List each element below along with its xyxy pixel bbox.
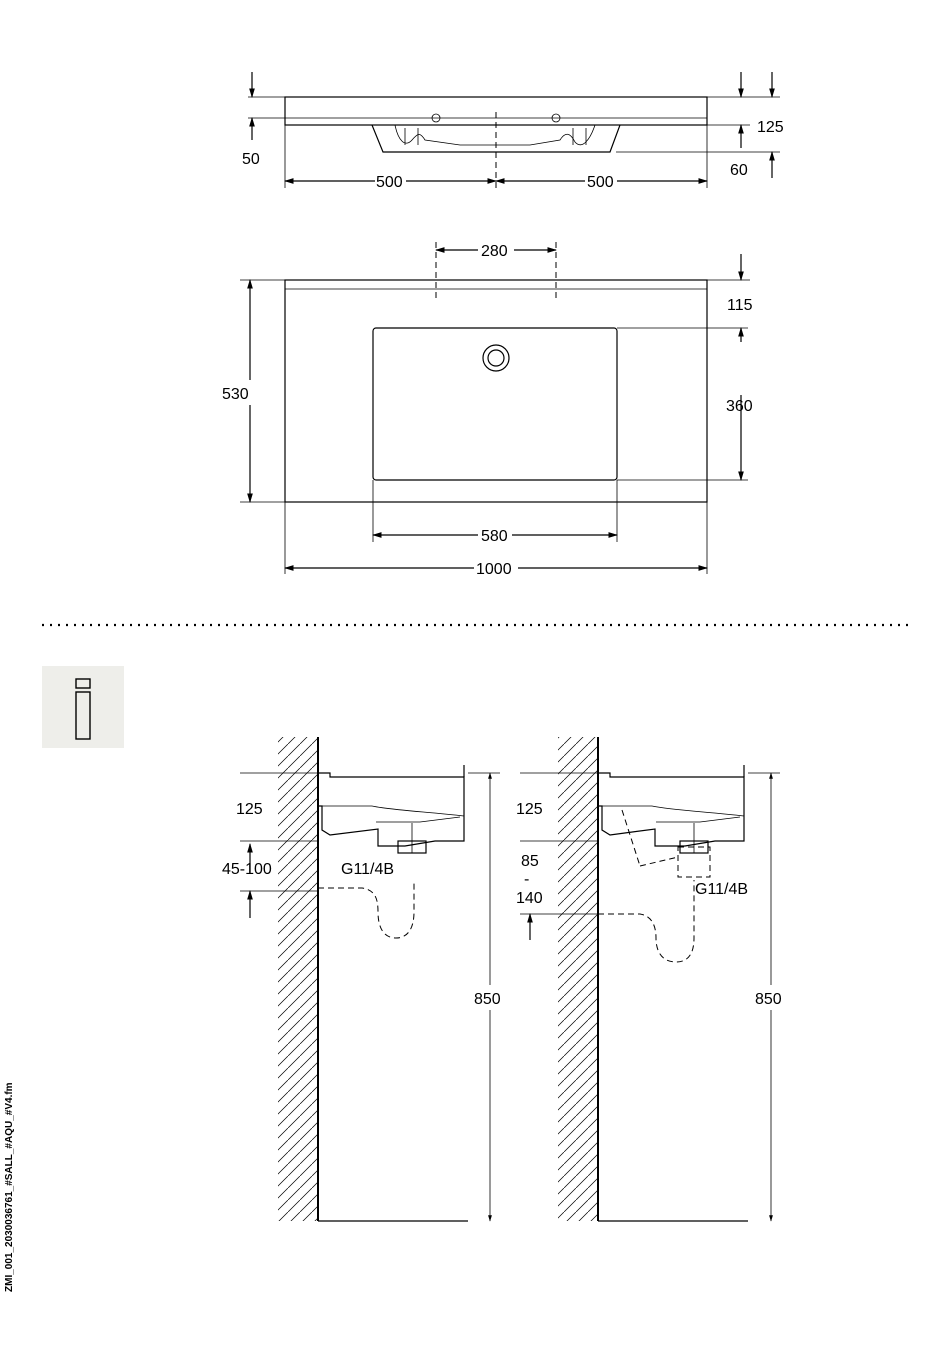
countertop-outline bbox=[285, 280, 707, 502]
drain-inner bbox=[488, 350, 504, 366]
front-view: 50 125 60 500 500 bbox=[242, 72, 784, 191]
info-icon bbox=[42, 666, 124, 748]
rim-height-label: 125 bbox=[236, 801, 263, 818]
file-reference: ZMI_001_2030036761_#SALL_#AQU_#V4.fm bbox=[4, 1082, 15, 1292]
rim-height-label: 125 bbox=[516, 801, 543, 818]
info-box bbox=[42, 666, 124, 748]
top-view: 280 115 360 530 580 1000 bbox=[222, 242, 753, 578]
install-left: 125 45-100 G11/4B 850 bbox=[222, 737, 501, 1221]
basin-depth-label: 360 bbox=[726, 398, 753, 415]
mount-height-label: 850 bbox=[755, 991, 782, 1008]
wall-hatch bbox=[278, 737, 318, 1221]
back-offset-label: 115 bbox=[727, 297, 753, 314]
trap-pipe bbox=[598, 880, 694, 962]
install-right: 125 85 - 140 G11/4B 850 bbox=[516, 737, 782, 1221]
overall-height-label: 125 bbox=[757, 119, 784, 136]
mount-height-label: 850 bbox=[474, 991, 501, 1008]
basin-width-label: 580 bbox=[481, 528, 508, 545]
overall-depth-label: 530 bbox=[222, 386, 249, 403]
half-width-left-label: 500 bbox=[376, 174, 403, 191]
overall-width-label: 1000 bbox=[476, 561, 512, 578]
countertop-slab bbox=[285, 97, 707, 125]
waste-thread-label: G11/4B bbox=[695, 881, 748, 898]
trap-offset-bottom-label: 140 bbox=[516, 890, 543, 907]
tap-hole-spacing-label: 280 bbox=[481, 243, 508, 260]
wall-hatch bbox=[558, 737, 598, 1221]
rim-height-label: 50 bbox=[242, 151, 260, 168]
basin-outline bbox=[373, 328, 617, 480]
trap-offset-top-label: 85 bbox=[521, 853, 539, 870]
waste-thread-label: G11/4B bbox=[341, 861, 394, 878]
half-width-right-label: 500 bbox=[587, 174, 614, 191]
trap-offset-label: 45-100 bbox=[222, 861, 272, 878]
drain-outer bbox=[483, 345, 509, 371]
trap-offset-dash-label: - bbox=[524, 871, 529, 888]
trap-pipe bbox=[318, 880, 414, 938]
bowl-depth-label: 60 bbox=[730, 162, 748, 179]
